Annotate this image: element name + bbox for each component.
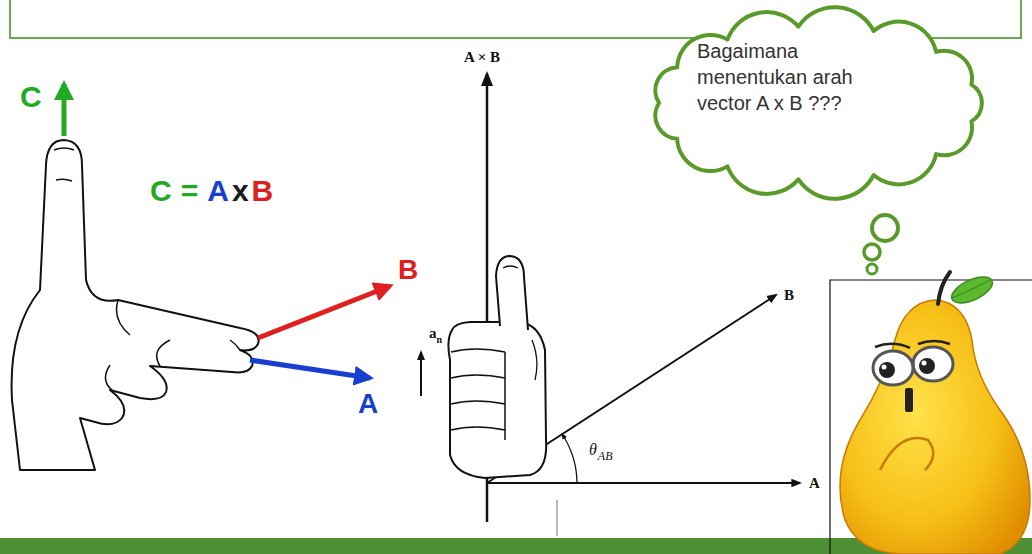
- vector-label: C: [20, 82, 42, 112]
- equation-term: B: [252, 176, 274, 206]
- angle-label: θ: [589, 442, 597, 458]
- vector-label: B: [398, 256, 418, 284]
- equation-term: C: [150, 176, 172, 206]
- axis-label: A × B: [464, 50, 500, 65]
- axis-label: A: [809, 476, 820, 491]
- bubble-text: Bagaimana menentukan arah vector A x B ?…: [697, 38, 892, 116]
- unit-vector-label: a: [429, 326, 437, 341]
- cloud-path: [655, 7, 982, 199]
- subscript: n: [437, 335, 443, 345]
- subscript: AB: [598, 450, 613, 462]
- vector-label: A: [358, 390, 378, 418]
- axis-label: B: [784, 288, 794, 303]
- thought-bubble: Bagaimana menentukan arah vector A x B ?…: [645, 12, 990, 194]
- equation-sign: x: [232, 176, 249, 206]
- equation-sign: =: [181, 176, 199, 206]
- equation-term: A: [207, 176, 229, 206]
